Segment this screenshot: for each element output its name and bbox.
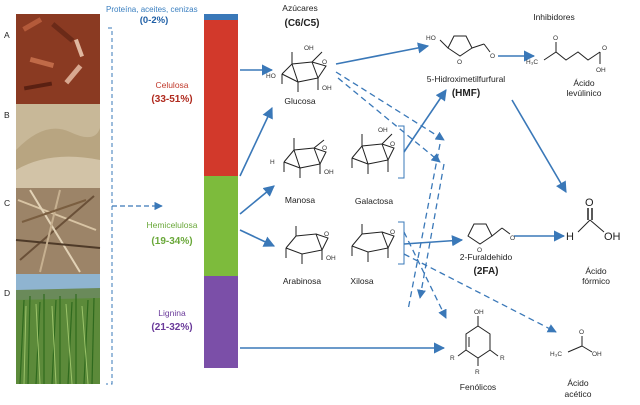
hmf-name: 5-Hidroximetilfurfural bbox=[427, 74, 506, 84]
bar-protein bbox=[204, 14, 238, 20]
acetic-acid-structure: H₃C O OH bbox=[550, 329, 602, 358]
glucose-ring-o: O bbox=[322, 59, 327, 66]
phenolics-structure: OH R R R bbox=[450, 309, 505, 376]
cellulose-label: Celulosa bbox=[155, 80, 188, 90]
formic-acid-structure: O H OH bbox=[566, 197, 621, 243]
dashed-arrows bbox=[335, 71, 557, 333]
phenolics-r-bottom: R bbox=[475, 369, 480, 376]
composition-bar bbox=[204, 14, 238, 368]
mannose-structure: O H OH bbox=[270, 138, 334, 178]
phenolics-r-left: R bbox=[450, 355, 455, 362]
photo-letter-b: B bbox=[4, 110, 10, 120]
mannose-oh: OH bbox=[324, 169, 334, 176]
hmf-ring-o: O bbox=[457, 59, 462, 66]
hmf-ho: HO bbox=[426, 35, 436, 42]
biomass-photos: A B C D bbox=[4, 14, 163, 385]
hemicellulose-pct: (19-34%) bbox=[151, 236, 192, 247]
acetic-line2: acético bbox=[565, 389, 592, 399]
photo-c-texture bbox=[15, 189, 101, 273]
bar-hemicellulose bbox=[204, 176, 238, 276]
acetic-ch3: H₃C bbox=[550, 351, 562, 358]
mannose-ring-o: O bbox=[322, 145, 327, 152]
mannose-h-left: H bbox=[270, 159, 275, 166]
glucose-oh-top: OH bbox=[304, 45, 314, 52]
furaldehyde-name: 2-Furaldehido bbox=[460, 252, 513, 262]
sugars-title: Azúcares bbox=[282, 3, 317, 13]
levulinic-oh: OH bbox=[596, 67, 606, 74]
photo-b-texture bbox=[16, 128, 100, 188]
bar-cellulose bbox=[204, 20, 238, 176]
hemicellulose-label: Hemicelulosa bbox=[146, 220, 197, 230]
reaction-arrows bbox=[239, 42, 567, 354]
glucose-oh-right: OH bbox=[322, 85, 332, 92]
xylose-label: Xilosa bbox=[350, 276, 373, 286]
hmf-abbr: (HMF) bbox=[452, 88, 480, 99]
formic-line1: Ácido bbox=[585, 266, 607, 276]
glucose-ho-left: HO bbox=[266, 73, 276, 80]
phenolics-r-right: R bbox=[500, 355, 505, 362]
lignin-label: Lignina bbox=[158, 308, 186, 318]
photo-letter-c: C bbox=[4, 198, 10, 208]
furaldehyde-carbonyl-o: O bbox=[510, 235, 515, 242]
acetic-oh: OH bbox=[592, 351, 602, 358]
photo-bracket bbox=[106, 27, 113, 385]
formic-o: O bbox=[585, 197, 594, 209]
photo-a-texture bbox=[22, 17, 84, 91]
cellulose-pct: (33-51%) bbox=[151, 94, 192, 105]
hmf-carbonyl-o: O bbox=[490, 53, 495, 60]
arabinose-label: Arabinosa bbox=[283, 276, 322, 286]
mannose-label: Manosa bbox=[285, 195, 316, 205]
acetic-o: O bbox=[579, 329, 584, 336]
phenolics-oh: OH bbox=[474, 309, 484, 316]
arabinose-ring-o: O bbox=[324, 231, 329, 238]
levulinic-ch3: H₃C bbox=[526, 59, 538, 66]
levulinic-keto-o: O bbox=[553, 35, 558, 42]
sugars-subtitle: (C6/C5) bbox=[284, 18, 319, 29]
phenolics-label: Fenólicos bbox=[460, 382, 496, 392]
xylose-structure: O bbox=[351, 224, 395, 262]
glucose-structure: O OH HO OH bbox=[266, 45, 332, 92]
formic-oh: OH bbox=[604, 231, 621, 243]
arabinose-structure: O OH bbox=[285, 226, 336, 264]
galactose-structure: O OH bbox=[351, 127, 395, 174]
hmf-structure: O HO O bbox=[426, 35, 495, 66]
c5-bracket bbox=[398, 221, 405, 265]
galactose-label: Galactosa bbox=[355, 196, 394, 206]
photo-letter-d: D bbox=[4, 288, 10, 298]
c6-bracket bbox=[398, 125, 405, 179]
xylose-ring-o: O bbox=[390, 229, 395, 236]
furaldehyde-structure: O O bbox=[467, 223, 515, 254]
galactose-ring-o: O bbox=[390, 141, 395, 148]
photo-letter-a: A bbox=[4, 30, 10, 40]
component-labels: Proteína, aceites, cenizas (0-2%) Celulo… bbox=[106, 5, 198, 333]
levulinic-line2: levúlinico bbox=[567, 88, 602, 98]
formic-h: H bbox=[566, 231, 574, 243]
acetic-line1: Ácido bbox=[567, 378, 589, 388]
glucose-label: Glucosa bbox=[284, 96, 315, 106]
levulinic-acid-structure: O H₃C O OH bbox=[526, 35, 607, 74]
levulinic-acid-o: O bbox=[602, 45, 607, 52]
formic-line2: fórmico bbox=[582, 276, 610, 286]
inhibitors-label: Inhibidores bbox=[533, 12, 575, 22]
arabinose-oh: OH bbox=[326, 255, 336, 262]
furaldehyde-abbr: (2FA) bbox=[474, 266, 499, 277]
protein-pct: (0-2%) bbox=[140, 15, 169, 26]
protein-label: Proteína, aceites, cenizas bbox=[106, 5, 198, 14]
furaldehyde-ring-o: O bbox=[477, 247, 482, 254]
levulinic-line1: Ácido bbox=[573, 78, 595, 88]
galactose-oh: OH bbox=[378, 127, 388, 134]
bar-lignin bbox=[204, 276, 238, 368]
lignin-pct: (21-32%) bbox=[151, 322, 192, 333]
photo-d-texture bbox=[16, 274, 100, 385]
